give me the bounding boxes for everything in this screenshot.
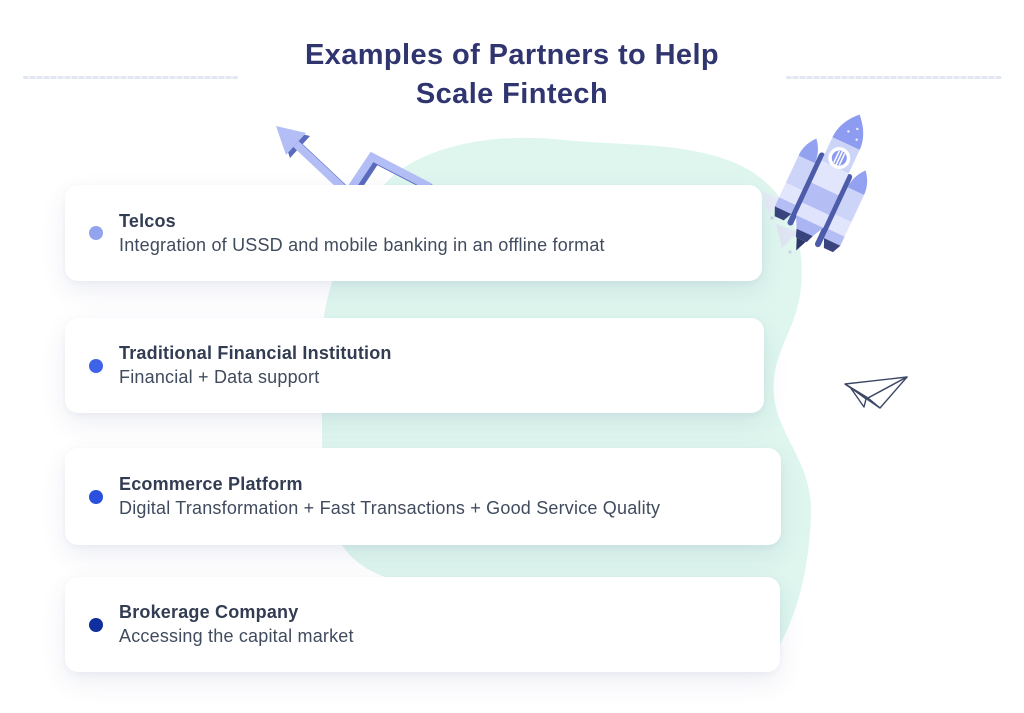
bullet-dot-icon: [89, 226, 103, 240]
partner-card-brokerage-company: Brokerage Company Accessing the capital …: [65, 577, 780, 672]
page-title: Examples of Partners to Help Scale Finte…: [0, 36, 1024, 114]
bullet-dot-icon: [89, 617, 103, 632]
page-title-line1: Examples of Partners to Help: [304, 39, 720, 71]
bullet-dot-icon: [89, 358, 103, 373]
page-title-line2: Scale Fintech: [415, 78, 609, 110]
card-title: Traditional Financial Institution: [119, 343, 392, 363]
title-divider-right: [786, 76, 1002, 79]
partner-card-traditional-financial-institution: Traditional Financial Institution Financ…: [65, 318, 764, 413]
partner-card-telcos: Telcos Integration of USSD and mobile ba…: [65, 185, 762, 281]
card-description: Digital Transformation + Fast Transactio…: [119, 498, 661, 518]
card-description: Accessing the capital market: [119, 626, 354, 646]
card-title: Telcos: [119, 210, 176, 231]
card-title: Brokerage Company: [119, 602, 299, 622]
card-description: Financial + Data support: [119, 367, 320, 387]
paper-plane-icon: [844, 376, 908, 409]
partner-card-ecommerce-platform: Ecommerce Platform Digital Transformatio…: [65, 448, 781, 545]
card-title: Ecommerce Platform: [119, 474, 303, 494]
card-description: Integration of USSD and mobile banking i…: [119, 234, 605, 255]
bullet-dot-icon: [89, 489, 103, 504]
title-divider-left: [23, 76, 238, 79]
rocket-icon: [774, 114, 868, 253]
